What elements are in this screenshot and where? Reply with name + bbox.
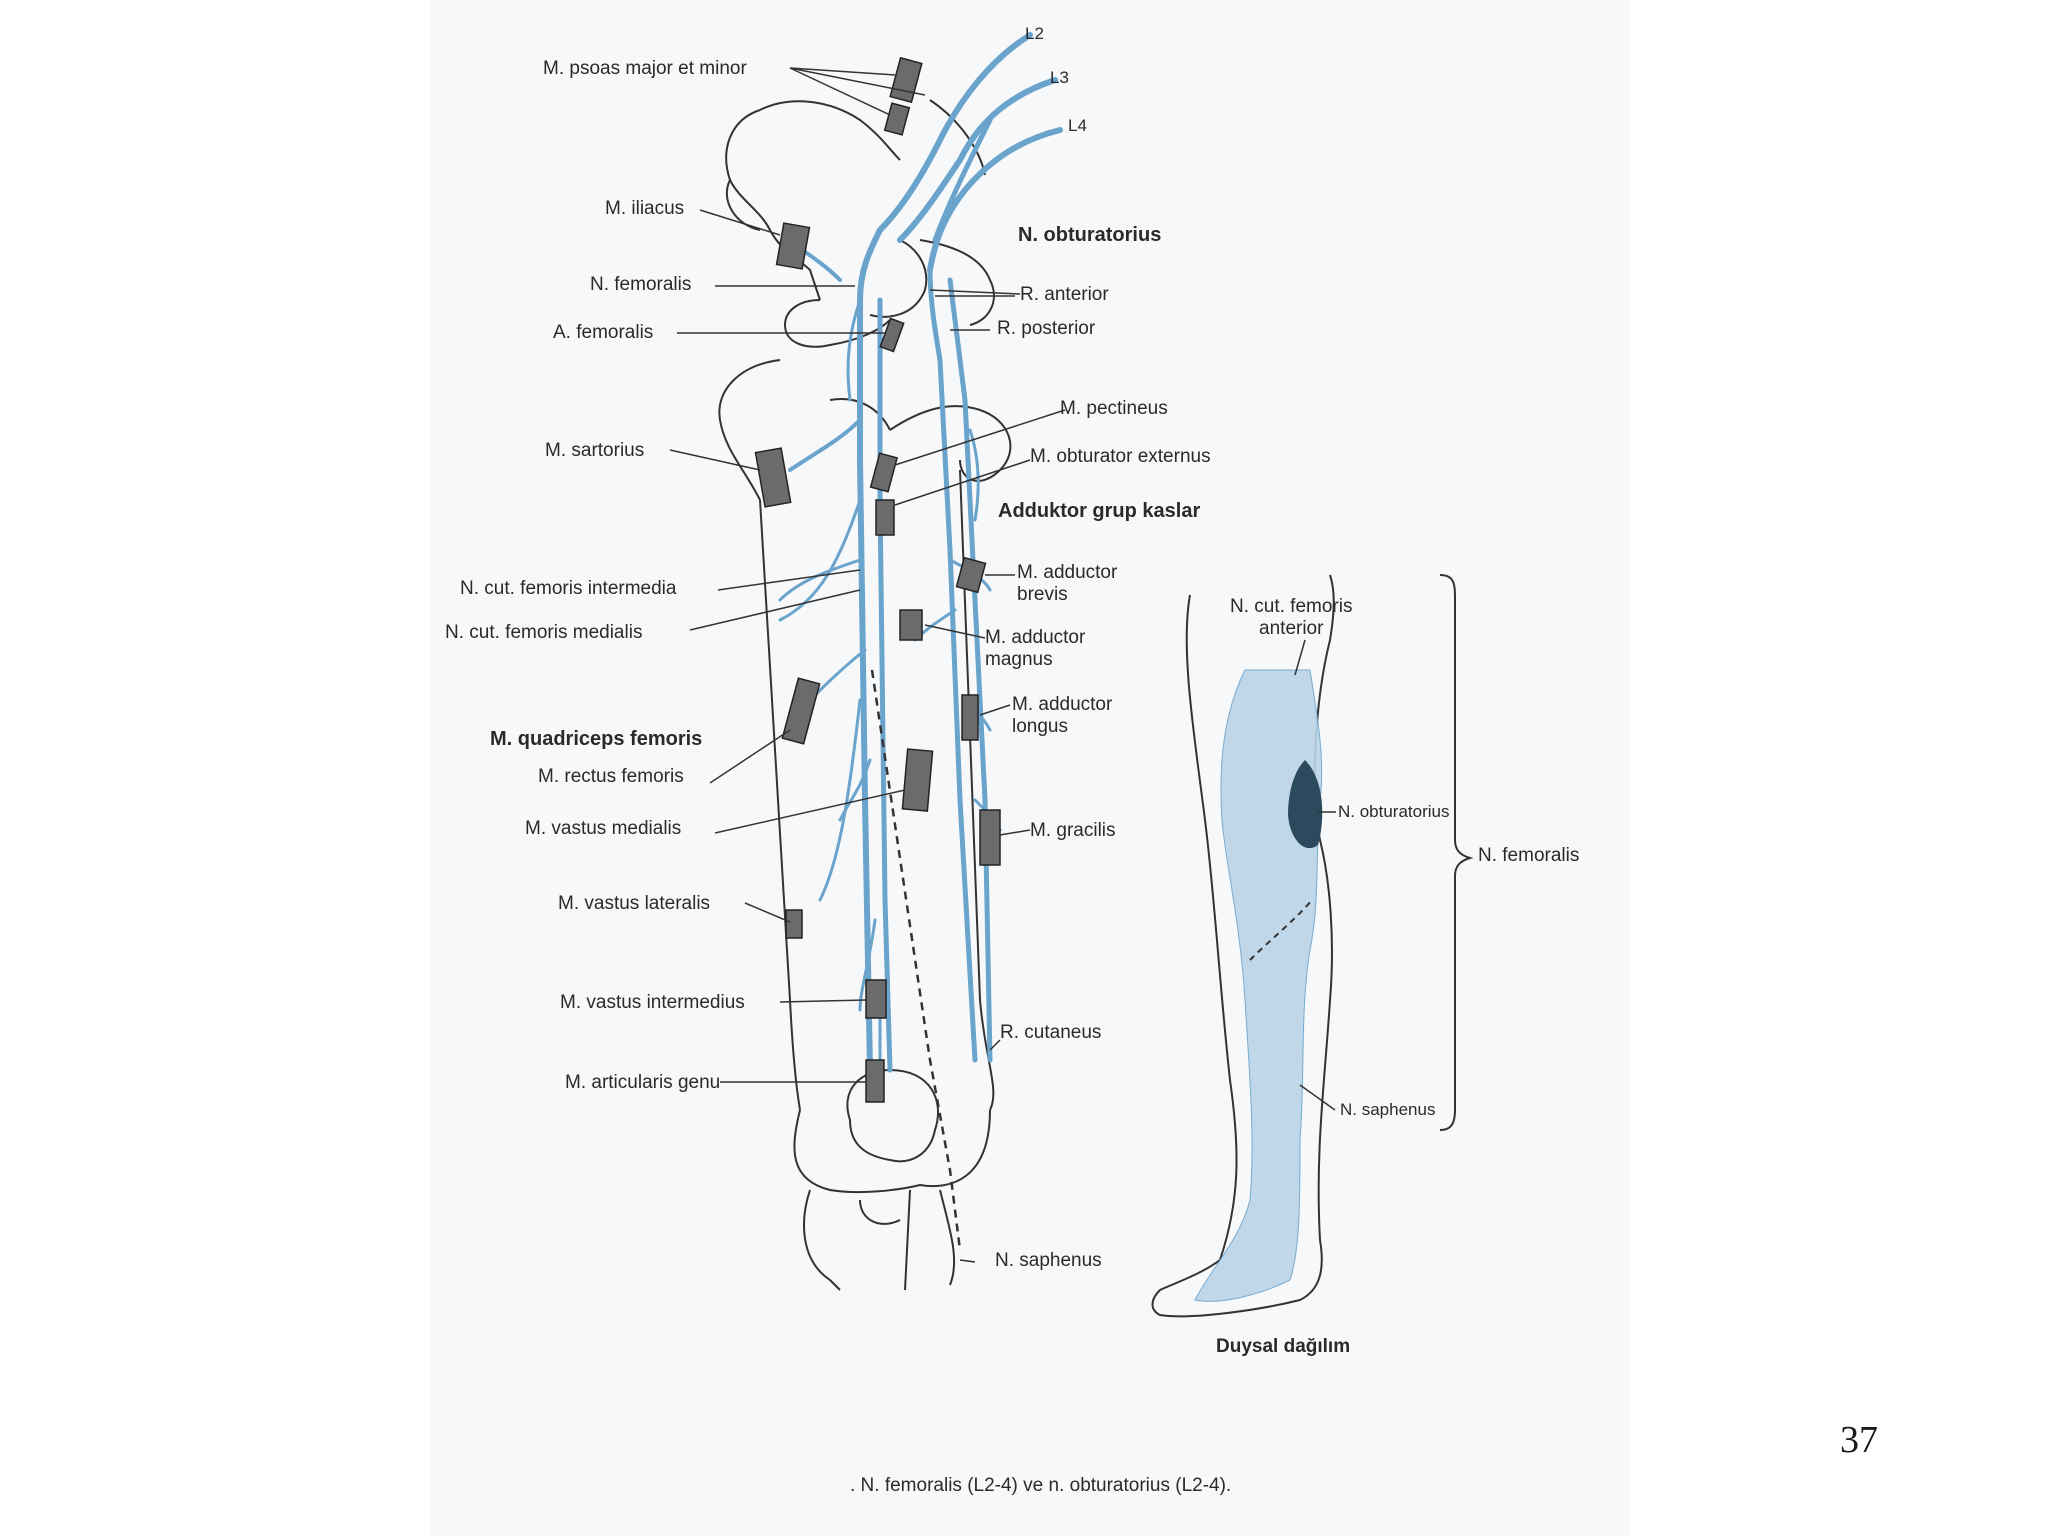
label-adductor-brevis: M. adductor brevis <box>1017 562 1118 605</box>
label-adductor-longus: M. adductor longus <box>1012 694 1113 737</box>
slide-number: 37 <box>1840 1419 1878 1461</box>
label-sens-obturatorius: N. obturatorius <box>1338 802 1450 821</box>
label-cut-medialis: N. cut. femoris medialis <box>445 622 643 643</box>
label-l2: L2 <box>1025 24 1044 43</box>
sensory-title: Duysal dağılım <box>1216 1336 1351 1357</box>
label-a-femoralis: A. femoralis <box>553 322 654 343</box>
femur-outline <box>718 359 1012 1291</box>
muscle-stubs <box>754 56 1001 1103</box>
label-n-obturatorius: N. obturatorius <box>1018 224 1162 246</box>
label-cut-intermedia: N. cut. femoris intermedia <box>460 578 677 599</box>
label-r-posterior: R. posterior <box>997 318 1096 339</box>
label-l4: L4 <box>1068 116 1087 135</box>
label-vastus-medialis: M. vastus medialis <box>525 818 682 839</box>
label-quadriceps: M. quadriceps femoris <box>490 728 703 750</box>
sensory-leg <box>1151 574 1335 1318</box>
label-n-femoralis: N. femoralis <box>590 274 692 295</box>
femoralis-brace <box>1439 574 1474 1131</box>
label-adduktor-grup: Adduktor grup kaslar <box>998 500 1201 522</box>
label-iliacus: M. iliacus <box>605 198 685 219</box>
figure-caption: . N. femoralis (L2-4) ve n. obturatorius… <box>850 1475 1232 1496</box>
sens-leader-saphenus <box>1299 1084 1336 1111</box>
label-r-cutaneus: R. cutaneus <box>1000 1022 1102 1043</box>
leader-lines <box>669 67 1066 1263</box>
sensory-area <box>1194 669 1323 1302</box>
label-r-anterior: R. anterior <box>1020 284 1109 305</box>
label-vastus-intermedius: M. vastus intermedius <box>560 992 745 1013</box>
label-sartorius: M. sartorius <box>545 440 645 461</box>
label-pectineus: M. pectineus <box>1060 398 1168 419</box>
label-psoas: M. psoas major et minor <box>543 58 747 79</box>
label-sens-femoralis: N. femoralis <box>1478 845 1580 866</box>
label-gracilis: M. gracilis <box>1030 820 1116 841</box>
label-adductor-magnus: M. adductor magnus <box>985 627 1086 670</box>
label-obturator-externus: M. obturator externus <box>1030 446 1211 467</box>
label-articularis-genu: M. articularis genu <box>565 1072 721 1093</box>
label-n-saphenus: N. saphenus <box>995 1250 1102 1271</box>
label-rectus-femoris: M. rectus femoris <box>538 766 684 787</box>
label-l3: L3 <box>1050 68 1069 87</box>
label-vastus-lateralis: M. vastus lateralis <box>558 893 711 914</box>
nerves <box>778 32 1063 1082</box>
sens-leader-anterior <box>1294 639 1306 676</box>
saphenus-dashed <box>870 669 962 1251</box>
label-cut-anterior: N. cut. femoris anterior <box>1230 596 1353 639</box>
sensory-dashed-border <box>1249 899 1313 961</box>
obturatorius-dark-area <box>1288 760 1323 849</box>
label-sens-saphenus: N. saphenus <box>1340 1100 1436 1119</box>
figure-background <box>430 0 1630 1536</box>
